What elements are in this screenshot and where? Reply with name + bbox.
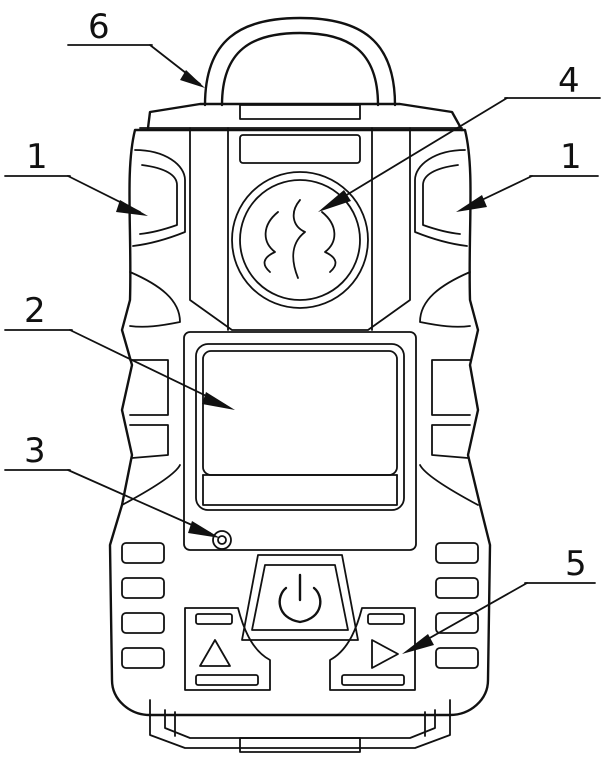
outer-housing	[108, 128, 492, 753]
leader-1-left: 1	[4, 137, 148, 216]
left-bottom-ribs	[121, 542, 165, 669]
indicator-led	[212, 530, 232, 550]
label-6: 6	[88, 7, 110, 47]
up-triangle-icon	[199, 639, 231, 667]
right-bottom-ribs	[435, 542, 479, 669]
leader-1-right: 1	[456, 137, 599, 212]
display-panel	[183, 331, 417, 551]
right-grips	[414, 149, 479, 506]
label-1-right: 1	[560, 137, 582, 177]
leader-3: 3	[4, 431, 220, 538]
leader-5: 5	[402, 544, 596, 654]
right-triangle-icon	[371, 639, 399, 669]
sensor-block	[189, 127, 411, 331]
label-2: 2	[24, 291, 46, 331]
power-icon	[278, 573, 322, 624]
flame-logo-icon	[263, 199, 337, 279]
label-3: 3	[24, 431, 46, 471]
label-4: 4	[558, 61, 580, 101]
leader-6: 6	[67, 7, 205, 88]
leader-4: 4	[318, 61, 601, 212]
label-1-left: 1	[26, 137, 48, 177]
leader-2: 2	[4, 291, 235, 410]
label-5: 5	[565, 544, 587, 584]
top-handle	[203, 16, 397, 107]
left-grips	[121, 149, 186, 506]
keypad	[184, 554, 416, 691]
top-cap	[139, 102, 464, 132]
